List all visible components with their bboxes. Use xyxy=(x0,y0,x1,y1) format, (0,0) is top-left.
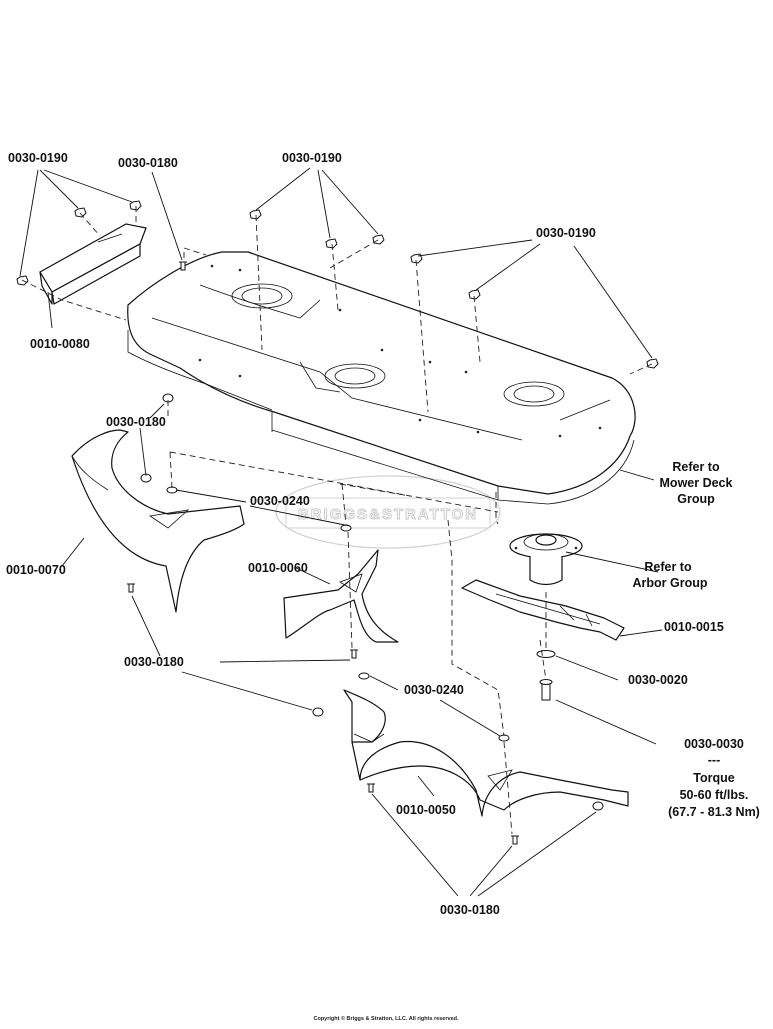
washer-c xyxy=(358,672,370,680)
label-0030-0240-top: 0030-0240 xyxy=(250,494,310,508)
nut-b xyxy=(74,207,87,218)
baffle-0010-0050 xyxy=(343,689,629,817)
nut-h xyxy=(468,289,481,300)
mower-deck xyxy=(127,251,636,505)
bolt-f xyxy=(312,707,324,717)
torque-separator: --- xyxy=(708,753,721,767)
label-0030-0180-left: 0030-0180 xyxy=(106,415,166,429)
blade-0010-0015 xyxy=(461,579,625,641)
label-0030-0180-top: 0030-0180 xyxy=(118,156,178,170)
assembly-lines xyxy=(21,206,653,835)
nut-i xyxy=(646,358,659,369)
bolt-i xyxy=(592,801,604,811)
copyright-text: Copyright © Briggs & Stratton, LLC. All … xyxy=(313,1015,459,1022)
bolt-d xyxy=(127,583,135,593)
label-0010-0015: 0010-0015 xyxy=(664,620,724,634)
ref-mower-deck-line3: Group xyxy=(677,492,715,506)
bracket-0010-0080 xyxy=(39,223,147,305)
torque-note: 0030-0030 --- Torque 50-60 ft/lbs. (67.7… xyxy=(668,737,760,819)
label-0030-0240-bottom: 0030-0240 xyxy=(404,683,464,697)
torque-part-number: 0030-0030 xyxy=(684,737,744,751)
baffle-0010-0070 xyxy=(71,429,245,613)
label-0030-0180-center: 0030-0180 xyxy=(124,655,184,669)
nut-f xyxy=(372,234,385,245)
bolt-e xyxy=(350,649,358,659)
label-0030-0180-bottom: 0030-0180 xyxy=(440,903,500,917)
nut-c xyxy=(129,200,142,211)
label-0030-0190-left: 0030-0190 xyxy=(8,151,68,165)
arbor-assembly xyxy=(509,533,583,586)
nuts-0030-0190 xyxy=(16,200,659,369)
part-labels: 0030-0190 0030-0180 0030-0190 0030-0190 … xyxy=(6,151,724,917)
bolt-0030-0030 xyxy=(539,679,553,701)
ref-mower-deck-line2: Mower Deck xyxy=(660,476,733,490)
label-0030-0020: 0030-0020 xyxy=(628,673,688,687)
washer-0030-0020 xyxy=(536,650,556,658)
baffle-0010-0060 xyxy=(283,549,399,643)
leader-lines xyxy=(19,167,663,897)
bolt-h xyxy=(511,835,519,845)
label-0010-0070: 0010-0070 xyxy=(6,563,66,577)
torque-metric: (67.7 - 81.3 Nm) xyxy=(668,805,760,819)
bolts-0030-0180 xyxy=(127,261,604,845)
bolt-a xyxy=(179,261,187,271)
ref-mower-deck-line1: Refer to xyxy=(672,460,720,474)
watermark-text: BRIGGS&STRATTON xyxy=(298,506,478,523)
reference-notes: Refer to Mower Deck Group Refer to Arbor… xyxy=(633,460,733,590)
label-0010-0080: 0010-0080 xyxy=(30,337,90,351)
torque-title: Torque xyxy=(693,771,734,785)
bolt-g xyxy=(367,783,375,793)
ref-arbor-line2: Arbor Group xyxy=(633,576,708,590)
torque-value: 50-60 ft/lbs. xyxy=(680,788,749,802)
label-0030-0190-middle: 0030-0190 xyxy=(282,151,342,165)
watermark: BRIGGS&STRATTON xyxy=(275,475,501,549)
nut-e xyxy=(325,238,338,249)
nut-d xyxy=(249,209,262,220)
label-0010-0060: 0010-0060 xyxy=(248,561,308,575)
label-0010-0050: 0010-0050 xyxy=(396,803,456,817)
ref-arbor-line1: Refer to xyxy=(644,560,692,574)
label-0030-0190-right: 0030-0190 xyxy=(536,226,596,240)
